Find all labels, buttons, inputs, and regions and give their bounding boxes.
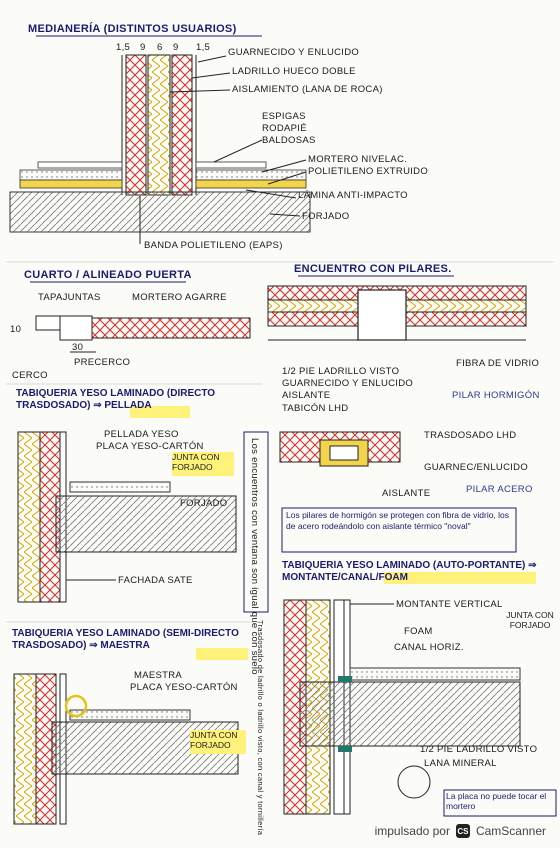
maestra-highlight xyxy=(196,648,248,660)
label-mortero-agarre: MORTERO AGARRE xyxy=(132,292,227,303)
label-canal-horiz: CANAL HORIZ. xyxy=(394,642,464,653)
scanner-footer: impulsado por CS CamScanner xyxy=(375,824,546,838)
pilares-note: Los pilares de hormigón se protegen con … xyxy=(286,510,510,532)
label-polietileno: POLIETILENO EXTRUIDO xyxy=(308,166,428,177)
maestra-floor xyxy=(69,709,191,721)
pellada-title: TABIQUERÍA YESO LAMINADO (DIRECTO TRASDO… xyxy=(16,388,216,411)
auto-foam-bottom xyxy=(338,746,352,752)
door-wall xyxy=(89,317,251,339)
label-aislante-acero: AISLANTE xyxy=(382,488,430,499)
auto-slab xyxy=(299,681,521,747)
wall-brick-left xyxy=(125,54,147,196)
label-fachada-sate: FACHADA SATE xyxy=(118,575,193,586)
wall-brick-right xyxy=(171,54,193,196)
label-mortero-nivelac: MORTERO NIVELAC. xyxy=(308,154,407,165)
wall-dimensions: 1,5 9 6 9 1,5 xyxy=(116,42,210,53)
section-autoportante: TABIQUERÍA YESO LAMINADO (AUTO-PORTANTE)… xyxy=(282,560,557,817)
pilares-note-box xyxy=(281,507,517,553)
section-medianeria: MEDIANERÍA (DISTINTOS USUARIOS) 1,5 9 6 … xyxy=(9,22,428,251)
medianeria-title: MEDIANERÍA (DISTINTOS USUARIOS) xyxy=(28,22,237,35)
label-guarnec-enlucido: GUARNEC/ENLUCIDO xyxy=(424,462,528,473)
auto-detail-circle xyxy=(397,765,431,799)
maestra-insulation xyxy=(13,673,37,825)
label-banda-polietileno: BANDA POLIETILENO (EAPS) xyxy=(144,240,283,251)
label-junta-forjado: JUNTA CON FORJADO xyxy=(172,452,220,473)
pellada-floor xyxy=(69,481,171,493)
label-dim-10: 10 xyxy=(10,324,21,335)
vertical-note-box xyxy=(243,431,269,613)
label-ladrillo-hueco: LADRILLO HUECO DOBLE xyxy=(232,66,356,77)
acero-profile xyxy=(329,445,359,461)
pilar-concrete xyxy=(357,289,407,341)
section-maestra: TABIQUERÍA YESO LAMINADO (SEMI-DIRECTO T… xyxy=(12,628,248,825)
label-junta-maestra: JUNTA CON FORJADO xyxy=(190,730,238,751)
label-guarnecido-pilar: GUARNECIDO Y ENLUCIDO xyxy=(282,378,413,389)
pellada-slab xyxy=(55,495,237,553)
label-pie-ladrillo-auto: 1/2 PIE LADRILLO VISTO xyxy=(420,744,537,755)
pellada-highlight xyxy=(130,406,190,418)
label-montante-vertical: MONTANTE VERTICAL xyxy=(396,599,503,610)
label-tapajuntas: TAPAJUNTAS xyxy=(38,292,101,303)
dim-plaster-left: 1,5 xyxy=(116,42,130,53)
label-pie-ladrillo: 1/2 PIE LADRILLO VISTO xyxy=(282,366,399,377)
label-cerco: CERCO xyxy=(12,370,48,381)
section-pilares: ENCUENTRO CON PILARES. 1/2 PIE LADRILLO … xyxy=(267,263,540,553)
dim-insulation: 6 xyxy=(157,42,163,53)
label-dim-30: 30 xyxy=(72,342,83,353)
pilares-title: ENCUENTRO CON PILARES. xyxy=(294,263,452,275)
label-placa-maestra: PLACA YESO-CARTÓN xyxy=(130,682,238,693)
label-lana-mineral: LANA MINERAL xyxy=(424,758,497,769)
footer-text: impulsado por xyxy=(374,824,450,838)
junta-maestra-highlight xyxy=(190,730,246,754)
auto-floor xyxy=(349,667,521,681)
puerta-title: CUARTO / ALINEADO PUERTA xyxy=(24,269,192,281)
label-aislante-pilar: AISLANTE xyxy=(282,390,330,401)
slab-forjado xyxy=(9,191,311,233)
section-puerta: CUARTO / ALINEADO PUERTA TAPAJUNTAS MORT… xyxy=(10,269,251,381)
label-maestra: MAESTRA xyxy=(134,670,182,681)
auto-note-box xyxy=(443,789,557,817)
vertical-note-2: Trasdosado de ladrillo o ladrillo visto,… xyxy=(256,620,265,836)
label-precerco: PRECERCO xyxy=(74,357,130,368)
maestra-detail-circle xyxy=(64,694,88,718)
label-baldosas: BALDOSAS xyxy=(262,135,316,146)
dim-plaster-right: 1,5 xyxy=(196,42,210,53)
label-pilar-hormigon: PILAR HORMIGÓN xyxy=(452,390,540,401)
maestra-title: TABIQUERÍA YESO LAMINADO (SEMI-DIRECTO T… xyxy=(12,628,239,651)
label-foam: FOAM xyxy=(404,626,433,637)
label-aislamiento: AISLAMIENTO (LANA DE ROCA) xyxy=(232,84,383,95)
vertical-note: Los encuentros con ventana son igual que… xyxy=(249,438,260,675)
label-pellada-yeso: PELLADA YESO xyxy=(104,429,179,440)
auto-foam xyxy=(338,676,352,682)
section-pellada: TABIQUERÍA YESO LAMINADO (DIRECTO TRASDO… xyxy=(16,388,237,603)
autoportante-title: TABIQUERÍA YESO LAMINADO (AUTO-PORTANTE)… xyxy=(282,560,537,583)
junta-highlight xyxy=(172,452,234,476)
wall-insulation xyxy=(147,54,171,196)
label-placa-yeso-carton: PLACA YESO-CARTÓN xyxy=(96,441,204,452)
label-lamina-anti-impacto: LÁMINA ANTI-IMPACTO xyxy=(298,190,408,201)
vertical-notes: Los encuentros con ventana son igual que… xyxy=(243,431,269,836)
label-forjado: FORJADO xyxy=(302,211,350,222)
auto-note: La placa no puede tocar el mortero xyxy=(446,791,547,812)
label-junta-auto: JUNTA CON FORJADO xyxy=(506,610,554,631)
dim-brick-right: 9 xyxy=(173,42,179,53)
sate-insulation xyxy=(17,431,41,603)
label-guarnecido: GUARNECIDO Y ENLUCIDO xyxy=(228,47,359,58)
label-rodapie: RODAPIÉ xyxy=(262,123,307,134)
footer-brand: CamScanner xyxy=(475,824,546,838)
autoportante-highlight xyxy=(384,572,536,584)
label-fibra-vidrio: FIBRA DE VIDRIO xyxy=(456,358,539,369)
camscanner-logo-icon: CS xyxy=(455,824,470,838)
label-forjado-pellada: FORJADO xyxy=(180,498,228,509)
label-pilar-acero: PILAR ACERO xyxy=(466,484,533,495)
dim-brick-left: 9 xyxy=(140,42,146,53)
label-espigas: ESPIGAS xyxy=(262,111,306,122)
label-tabicon-lhd: TABICÓN LHD xyxy=(282,403,348,414)
label-trasdosado-lhd: TRASDOSADO LHD xyxy=(424,430,516,441)
door-precerco xyxy=(59,315,93,341)
